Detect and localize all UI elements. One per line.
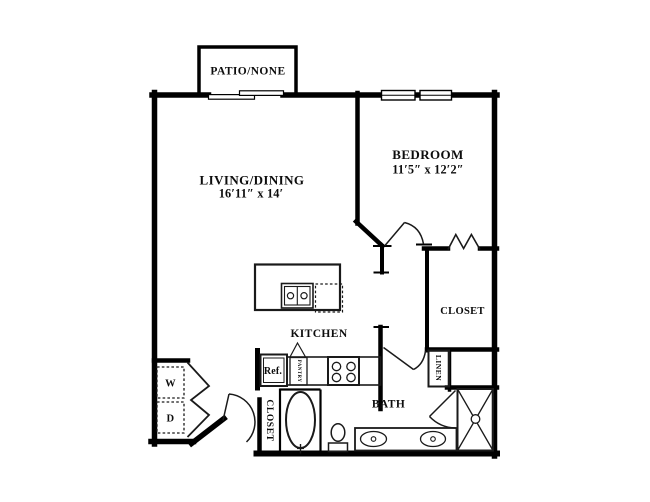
linen-label: LINEN (434, 355, 443, 381)
sink-drain (300, 292, 308, 300)
entry-door-leaf (222, 393, 230, 421)
shower-door-arc (428, 415, 456, 429)
burner (331, 361, 342, 372)
pantry-box (289, 356, 308, 386)
hall-closet-label: CLOSET (264, 399, 274, 441)
range-stove (327, 356, 360, 386)
shower (456, 388, 494, 452)
patio-label: PATIO/NONE (210, 66, 285, 78)
bifold-door-wd-closet (186, 361, 211, 438)
bedroom-label: BEDROOM (392, 147, 463, 162)
sink-drain (370, 436, 377, 442)
sliding-panel-right (238, 90, 285, 97)
burner (346, 361, 356, 372)
pantry-door (289, 341, 307, 358)
vanity-sink (419, 430, 447, 448)
vanity (354, 427, 458, 452)
entry-door-arc (228, 393, 256, 443)
dryer-label: D (167, 414, 175, 425)
tub-nook-walls (278, 388, 322, 453)
pantry-label: PANTRY (296, 360, 301, 383)
patio-walls (197, 45, 298, 97)
linen-closet-box (427, 349, 450, 388)
kitchen-counter-run (259, 353, 382, 387)
bath-label: BATH (372, 399, 405, 411)
bath-door-leaf (383, 346, 414, 371)
washer-label: W (165, 379, 176, 390)
bedroom-door-leaf (384, 222, 406, 246)
outer-walls (148, 89, 500, 459)
kitchen-island (253, 263, 344, 313)
bedroom-door-arc (404, 221, 425, 245)
shower-drain (470, 414, 481, 424)
kitchen-island-sink (280, 282, 314, 309)
burner (331, 372, 342, 383)
refrigerator-label: Ref. (264, 366, 283, 377)
doors (186, 221, 481, 443)
vanity-sink (359, 430, 388, 448)
sink-drain (286, 292, 295, 300)
sliding-patio-door (207, 90, 285, 100)
labels: PATIO/NONE LIVING/DINING 16′11″ x 14′ BE… (165, 66, 484, 442)
bathtub (285, 391, 316, 454)
bedroom-closet-label: CLOSET (440, 306, 484, 317)
sink-drain (430, 436, 436, 442)
bedroom-windows (380, 89, 453, 101)
bedroom-diagonal-wall (352, 218, 386, 250)
bifold-door-bedroom-closet (447, 232, 481, 251)
shower-door-leaf (428, 389, 457, 418)
burner (346, 372, 356, 383)
kitchen-label: KITCHEN (290, 328, 347, 340)
refrigerator (259, 353, 288, 387)
sliding-panel-left (207, 93, 256, 100)
bath-door-arc (413, 350, 427, 371)
island-counter (253, 263, 342, 312)
bedroom-dims: 11′5″ x 12′2″ (392, 163, 464, 177)
living-dims: 16′11″ x 14′ (219, 187, 284, 201)
island-dashed-overhang (314, 283, 344, 313)
toilet (327, 422, 349, 453)
bathroom (278, 349, 494, 454)
living-label: LIVING/DINING (200, 173, 305, 188)
